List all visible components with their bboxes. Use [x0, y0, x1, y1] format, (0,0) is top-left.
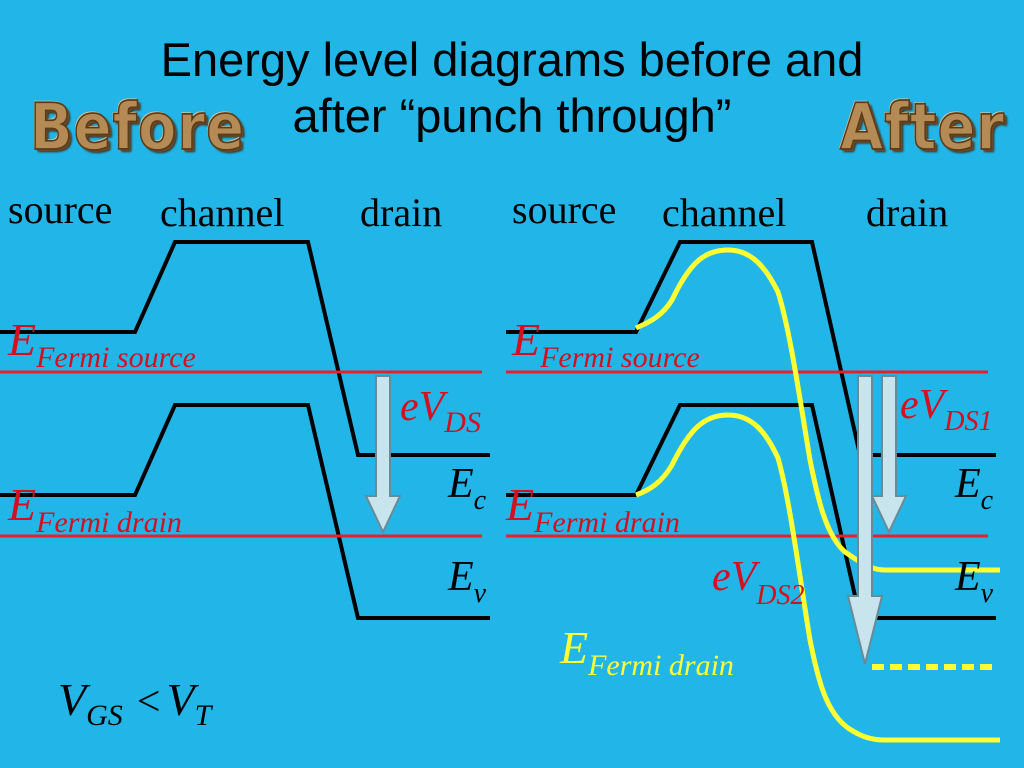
before-valence-band: [0, 403, 490, 620]
after-evds2-label: eVDS2: [712, 554, 805, 611]
after-ec-label: Ec: [954, 461, 994, 516]
before-badge: Before: [29, 89, 246, 165]
before-efermi-source-label: EFermi source: [7, 314, 196, 374]
after-new-efermi-drain-label: EFermi drain: [559, 622, 734, 682]
page-title: Energy level diagrams before and after “…: [0, 32, 1024, 144]
vgs-condition: VGS<VT: [58, 674, 214, 732]
after-valence-band: [506, 403, 996, 620]
after-efermi-source-label: EFermi source: [511, 314, 700, 374]
after-drain-label: drain: [866, 190, 948, 235]
after-evds2-arrow: [846, 375, 884, 665]
before-drain-label: drain: [360, 190, 442, 235]
after-evds1-label: eVDS1: [900, 382, 993, 437]
after-ev-label: Ev: [954, 554, 994, 609]
before-ev-label: Ev: [447, 554, 487, 609]
title-line-1: Energy level diagrams before and: [160, 33, 864, 86]
after-panel: source channel drain EFermi source EFerm…: [505, 187, 1000, 743]
before-source-label: source: [8, 187, 112, 232]
after-shifted-valence-band: [635, 412, 1000, 743]
after-efermi-drain-label: EFermi drain: [505, 479, 680, 539]
before-efermi-drain-label: EFermi drain: [7, 479, 182, 539]
after-shifted-conduction-band: [635, 247, 1000, 573]
after-channel-label: channel: [662, 190, 786, 235]
after-badge: After: [839, 89, 1006, 165]
before-panel: source channel drain EFermi source EFerm…: [0, 187, 490, 732]
before-evds-label: eVDS: [400, 384, 481, 439]
before-channel-label: channel: [160, 190, 284, 235]
before-evds-arrow: [364, 375, 402, 535]
title-line-2: after “punch through”: [292, 89, 732, 142]
after-source-label: source: [512, 187, 616, 232]
before-ec-label: Ec: [447, 461, 487, 516]
after-evds1-arrow: [870, 375, 908, 535]
